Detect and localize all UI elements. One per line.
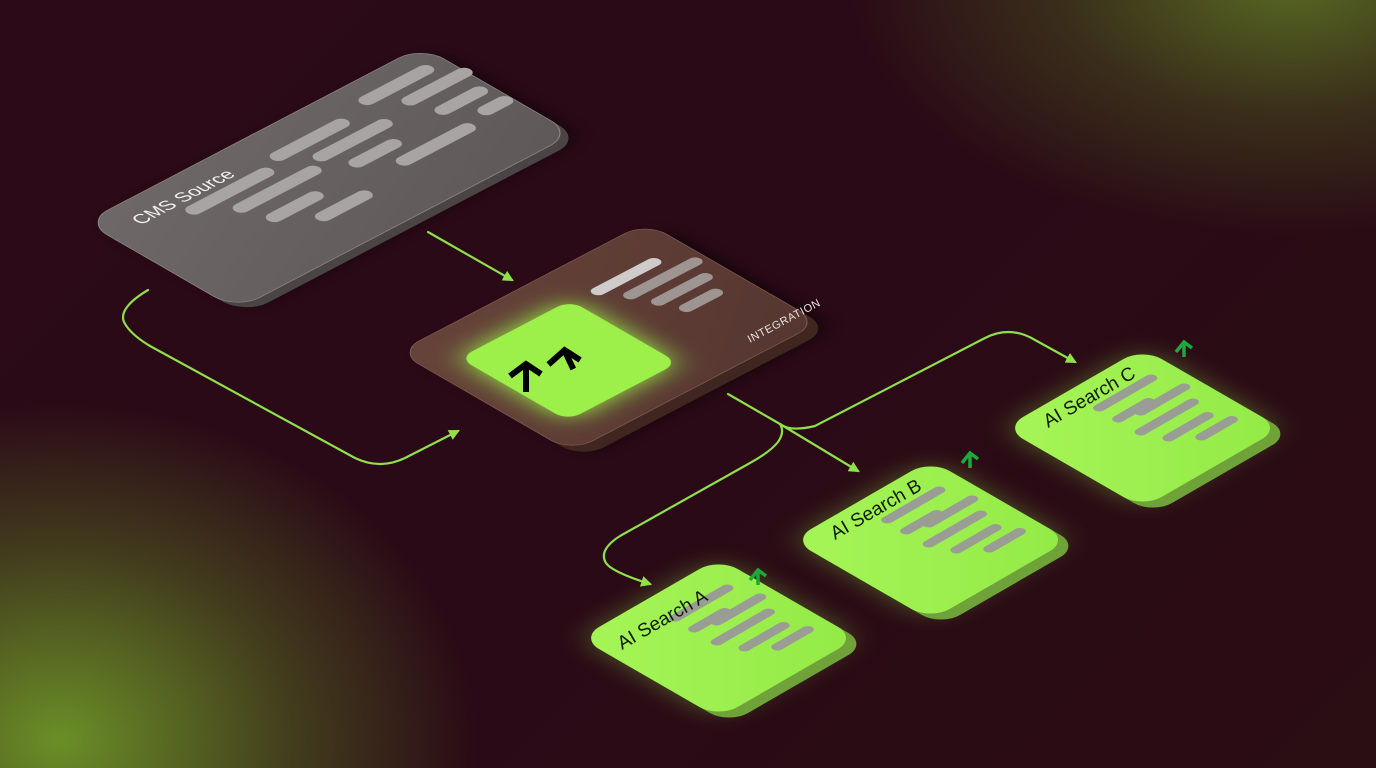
double-up-arrow-icon (508, 346, 582, 392)
edge-cms-to-integration (426, 230, 514, 282)
edge-cms-loop-to-integration (121, 288, 460, 466)
cms-source-card[interactable]: CMS Source (85, 43, 587, 314)
ai-search-b-lines (881, 486, 1026, 554)
edge-to-search-a (602, 422, 784, 587)
ai-search-c-card[interactable]: AI Search C (1004, 339, 1292, 514)
integration-lines (590, 257, 724, 313)
edge-integration-trunk (726, 392, 782, 426)
ai-search-a-card[interactable]: AI Search A (580, 558, 868, 724)
ai-search-a-lines (669, 584, 814, 652)
connectors (121, 230, 1077, 587)
edge-to-search-b (778, 422, 860, 473)
arrow-up-icon (1174, 339, 1194, 357)
cms-content-lines (185, 64, 514, 223)
ai-search-c-lines (1093, 374, 1238, 442)
integration-card[interactable] (398, 220, 837, 459)
arrow-up-icon (748, 567, 768, 585)
edge-to-search-c (778, 330, 1077, 430)
ai-search-b-card[interactable]: AI Search B (792, 450, 1080, 626)
arrow-up-icon (960, 450, 980, 468)
